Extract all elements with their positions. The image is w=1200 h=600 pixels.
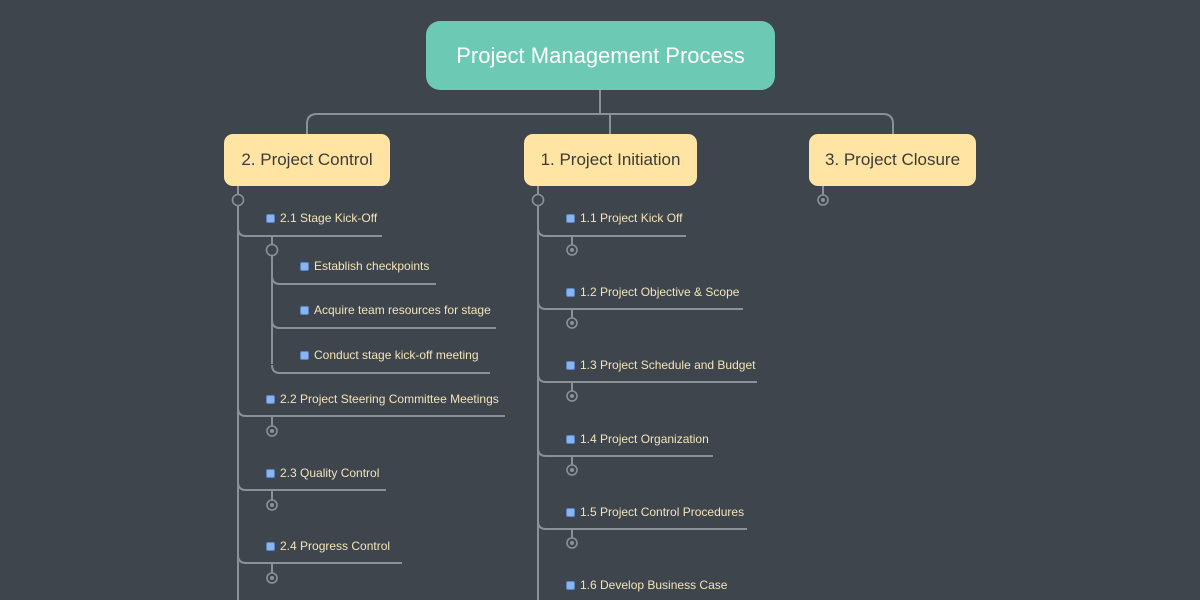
task-icon [566,213,575,223]
topic-project-kickoff[interactable]: 1.1 Project Kick Off [566,211,683,225]
topic-business-case[interactable]: 1.6 Develop Business Case [566,578,727,592]
topic-label: 2.2 Project Steering Committee Meetings [280,392,499,406]
topic-label: 2.4 Progress Control [280,539,391,553]
topic-label: Acquire team resources for stage [314,303,491,317]
topic-label: Conduct stage kick-off meeting [314,348,479,362]
task-icon [266,541,275,551]
topic-label: 1.1 Project Kick Off [580,211,683,225]
topic-conduct-kickoff-meeting[interactable]: Conduct stage kick-off meeting [300,348,479,362]
task-icon [266,394,275,404]
topic-acquire-team-resources[interactable]: Acquire team resources for stage [300,303,491,317]
topic-schedule-budget[interactable]: 1.3 Project Schedule and Budget [566,358,755,372]
root-node-title: Project Management Process [456,42,745,68]
branch-node-project-closure[interactable]: 3. Project Closure [809,134,976,186]
task-icon [566,580,575,590]
branch-title: 1. Project Initiation [540,150,681,169]
collapse-toggle-control[interactable] [231,193,245,207]
branch-title: 3. Project Closure [824,150,961,169]
task-icon [566,287,575,297]
topic-objective-scope[interactable]: 1.2 Project Objective & Scope [566,285,739,299]
branch-title: 2. Project Control [241,150,373,169]
topic-label: Establish checkpoints [314,259,430,273]
topic-label: 1.3 Project Schedule and Budget [580,358,756,372]
task-icon [566,360,575,370]
topic-steering-committee[interactable]: 2.2 Project Steering Committee Meetings [266,392,499,406]
topic-label: 2.1 Stage Kick-Off [280,211,378,225]
collapse-toggle-initiation[interactable] [531,193,545,207]
topic-label: 1.5 Project Control Procedures [580,505,745,519]
topic-quality-control[interactable]: 2.3 Quality Control [266,466,379,480]
root-node[interactable]: Project Management Process [426,21,775,90]
task-icon [300,261,309,271]
topic-label: 1.2 Project Objective & Scope [580,285,740,299]
topic-label: 1.4 Project Organization [580,432,709,446]
task-icon [266,468,275,478]
branch-node-project-control[interactable]: 2. Project Control [224,134,390,186]
topic-label: 1.6 Develop Business Case [580,578,728,592]
task-icon [266,213,275,223]
task-icon [566,434,575,444]
topic-progress-control[interactable]: 2.4 Progress Control [266,539,390,553]
task-icon [300,305,309,315]
collapse-toggle-stage-kickoff[interactable] [265,243,279,257]
topic-project-organization[interactable]: 1.4 Project Organization [566,432,709,446]
branch-node-project-initiation[interactable]: 1. Project Initiation [524,134,697,186]
topic-stage-kickoff[interactable]: 2.1 Stage Kick-Off [266,211,377,225]
topic-control-procedures[interactable]: 1.5 Project Control Procedures [566,505,744,519]
task-icon [300,350,309,360]
topic-label: 2.3 Quality Control [280,466,380,480]
task-icon [566,507,575,517]
topic-establish-checkpoints[interactable]: Establish checkpoints [300,259,429,273]
